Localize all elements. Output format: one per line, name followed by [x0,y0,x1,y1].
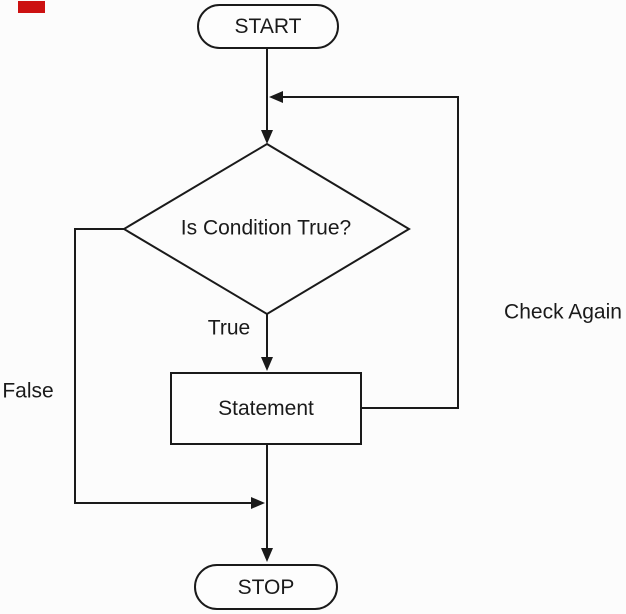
red-corner-mark [18,1,45,13]
true-branch-label: True [207,316,251,340]
arrowhead-false-branch [251,497,265,509]
false-branch-label: False [2,379,54,403]
stop-node-label: STOP [237,575,295,599]
decision-node-label: Is Condition True? [180,216,352,240]
start-node: START [197,4,339,49]
start-node-label: START [234,15,302,38]
edge-loop-back [282,96,459,409]
loop-back-label: Check Again [504,300,622,324]
stop-node: STOP [194,564,338,610]
arrowhead-into-decision [261,130,273,144]
process-node: Statement [170,372,362,445]
arrowhead-loop-back [269,91,283,103]
arrowhead-into-process [261,357,273,371]
arrowhead-into-stop [261,548,273,562]
edge-false-branch [74,228,252,504]
process-node-label: Statement [218,397,314,420]
